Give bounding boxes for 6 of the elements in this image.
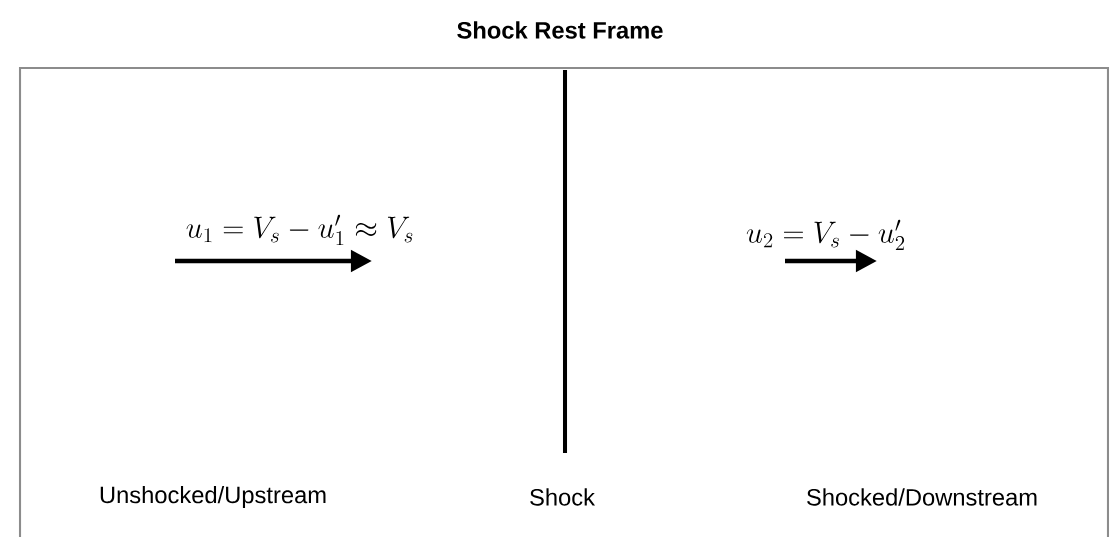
equation: $u_2 = V_s - u_2'$ xyxy=(746,219,905,251)
region-label: Shock xyxy=(530,488,595,506)
region-label: Unshocked/Upstream xyxy=(100,485,326,509)
equation: $u_1 = V_s - u_1' \approx V_s$ xyxy=(186,214,413,246)
title: Shock Rest Frame xyxy=(457,21,663,39)
region-label: Shocked/Downstream xyxy=(807,488,1037,506)
